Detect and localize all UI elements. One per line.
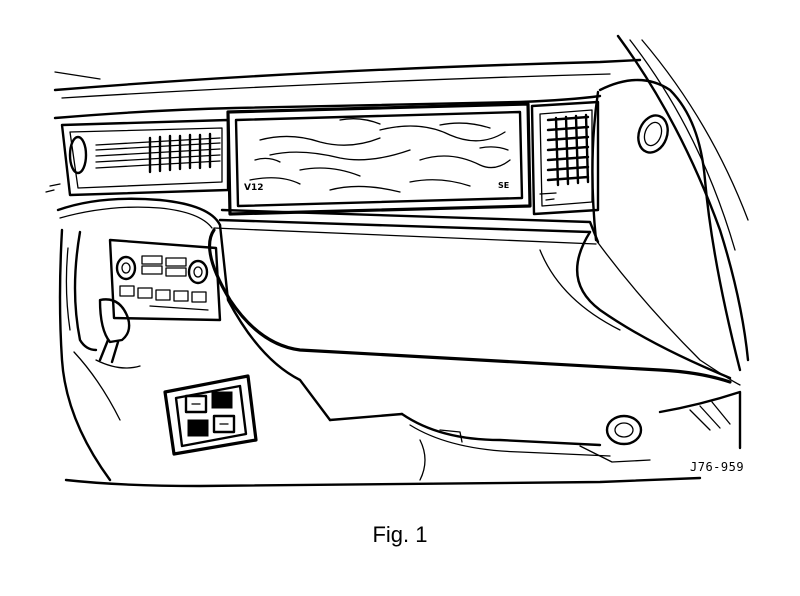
figure-caption: Fig. 1 <box>372 522 428 547</box>
wood-veneer-panel: V12 SE <box>228 104 530 214</box>
windscreen-edge <box>55 60 640 118</box>
reference-code: J76-959 <box>690 460 745 474</box>
right-air-vent <box>532 102 598 214</box>
climate-control-panel <box>110 240 220 320</box>
badge-right: SE <box>498 181 509 190</box>
centre-console <box>58 199 402 480</box>
gear-selector <box>74 299 140 420</box>
under-dash <box>402 392 740 480</box>
dash-rail <box>214 210 598 244</box>
badge-left: V12 <box>244 183 264 193</box>
door-pillar <box>592 36 748 385</box>
door-knob <box>633 111 672 156</box>
window-switch-pack <box>165 376 256 454</box>
image-bottom-edge <box>66 478 700 486</box>
left-air-vent <box>46 120 228 195</box>
glovebox-lid <box>210 230 730 382</box>
